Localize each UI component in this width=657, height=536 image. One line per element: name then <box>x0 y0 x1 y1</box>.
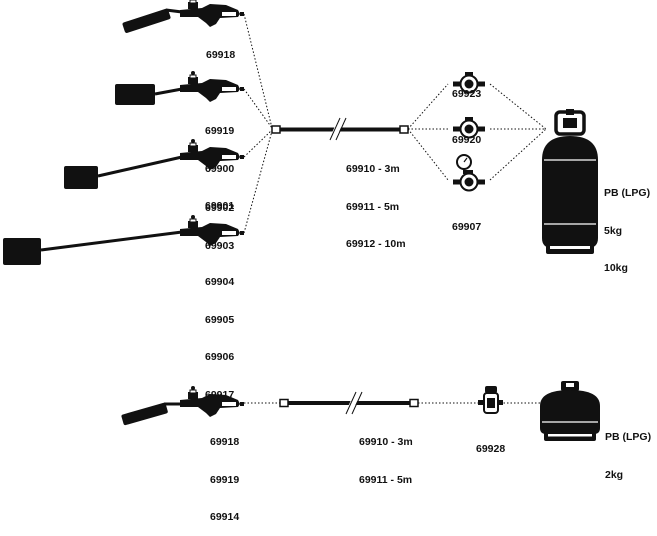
cylinder-large-label: PB (LPG) 5kg 10kg <box>604 162 650 287</box>
product-code: 69914 <box>210 511 240 523</box>
torch-4-codes: 69904 69905 69906 69917 <box>205 251 234 414</box>
product-code: 69907 <box>452 221 482 233</box>
product-code: 69919 <box>210 473 240 486</box>
torch-icon <box>122 0 245 33</box>
cylinder-gas-type: PB (LPG) <box>605 431 652 443</box>
hose-code: 69910 - 3m <box>346 163 400 175</box>
product-code: 69902 <box>205 202 235 214</box>
gauge-regulator-icon <box>452 154 486 192</box>
product-code: 69918 <box>206 49 236 61</box>
torch-icon <box>64 138 245 189</box>
hose-code: 69911 - 5m <box>346 200 400 213</box>
hose-top-codes: 69910 - 3m 69911 - 5m 69912 - 10m <box>346 138 406 263</box>
hose-icon <box>271 116 409 142</box>
regulator-icon <box>478 386 503 414</box>
hose-code: 69912 - 10m <box>346 238 406 250</box>
bottom-regulator-code: 69928 <box>476 418 505 468</box>
torch-icon <box>121 385 245 426</box>
diagram-graphics <box>3 0 600 441</box>
product-code: 69903 <box>205 239 235 252</box>
product-code: 69918 <box>210 436 240 448</box>
regulator-2-code: 69920 <box>452 109 481 159</box>
product-compatibility-diagram: 69918 69919 69900 69901 69902 69903 6990… <box>3 0 651 523</box>
product-code: 69900 <box>205 162 235 175</box>
connector-lines-torches <box>243 13 273 234</box>
torch-icon <box>3 214 245 265</box>
cylinder-size: 10kg <box>604 262 628 274</box>
torch-2-codes: 69919 69900 69901 <box>205 100 234 225</box>
gas-cylinder-icon <box>540 381 600 441</box>
hose-code: 69910 - 3m <box>359 436 413 448</box>
cylinder-size: 2kg <box>605 468 624 481</box>
hose-icon <box>279 390 419 416</box>
product-code: 69905 <box>205 313 235 326</box>
gas-cylinder-icon <box>542 109 598 254</box>
cylinder-size: 5kg <box>604 224 623 237</box>
bottom-hose-codes: 69910 - 3m 69911 - 5m <box>359 411 413 499</box>
product-code: 69920 <box>452 134 482 146</box>
hose-code: 69911 - 5m <box>359 473 413 486</box>
product-code: 69901 <box>205 200 235 212</box>
product-code: 69923 <box>452 88 482 100</box>
connector-lines-regulators <box>407 83 547 181</box>
product-code: 69928 <box>476 443 506 455</box>
bottom-torch-codes: 69918 69919 69914 <box>210 411 239 536</box>
product-code: 69906 <box>205 351 235 363</box>
cylinder-gas-type: PB (LPG) <box>604 187 651 199</box>
regulator-1-code: 69923 <box>452 63 481 113</box>
torch-1-codes: 69918 <box>206 24 235 74</box>
product-code: 69917 <box>205 388 235 401</box>
cylinder-small-label: PB (LPG) 2kg <box>605 406 651 494</box>
torch-icon <box>115 70 245 105</box>
torch-3-codes: 69902 69903 <box>205 177 234 265</box>
regulator-3-code: 69907 <box>452 196 481 246</box>
product-code: 69919 <box>205 125 235 137</box>
product-code: 69904 <box>205 276 235 288</box>
